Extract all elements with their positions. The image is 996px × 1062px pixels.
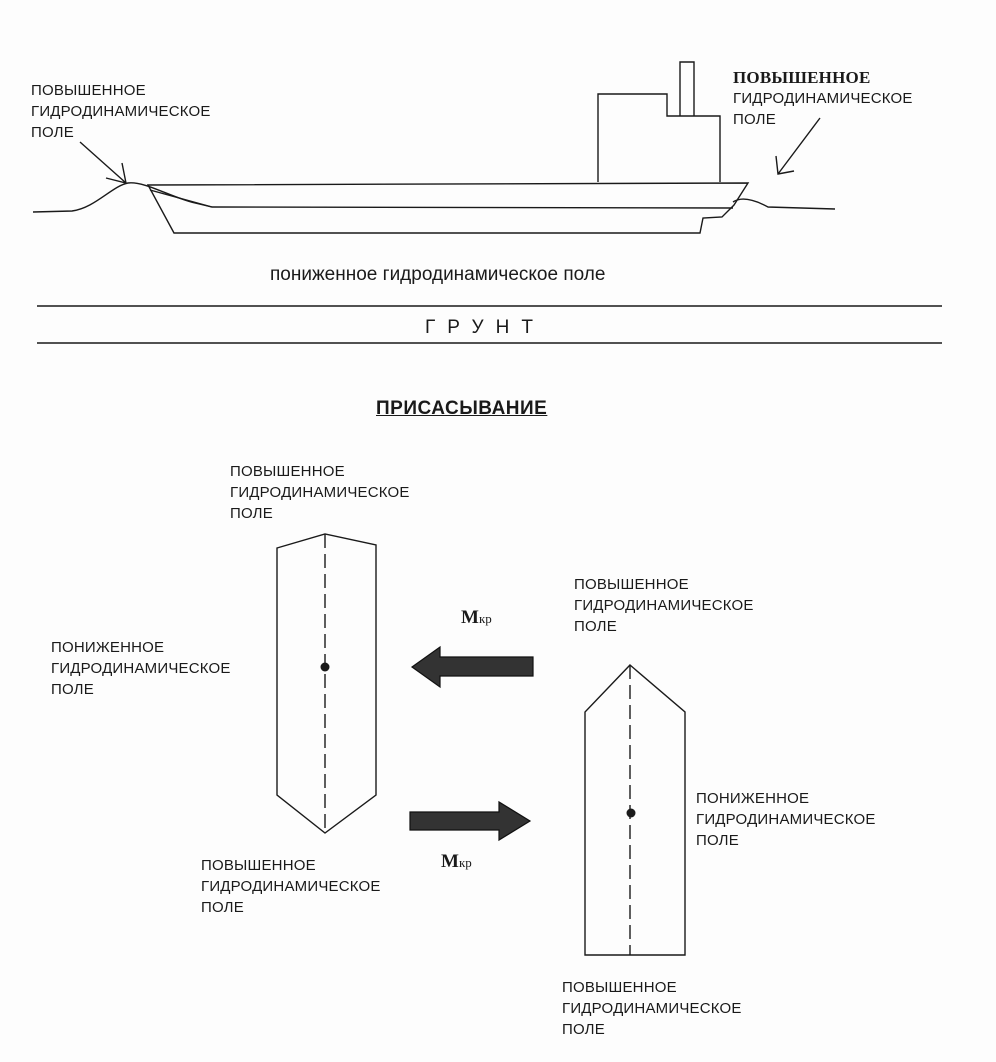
ship-plan-right xyxy=(584,664,686,956)
water-surface-line xyxy=(32,182,213,213)
moment-arrow-left xyxy=(410,645,534,689)
ship-hull xyxy=(146,182,750,234)
ship-superstructure xyxy=(597,93,721,182)
ship-funnel xyxy=(679,61,695,116)
bow-wave-arrow xyxy=(79,141,127,184)
ground-label: ГРУНТ xyxy=(425,317,545,338)
water-surface-line-stern xyxy=(732,198,836,210)
stern-wave-arrow xyxy=(775,117,821,175)
moment-label-top: Mкр xyxy=(461,607,492,628)
moment-arrow-right xyxy=(409,800,532,842)
lowered-field-label-under-keel: пониженное гидродинамическое поле xyxy=(270,264,606,285)
ship-right-center-dot xyxy=(626,808,636,818)
moment-label-bottom: Mкр xyxy=(441,851,472,872)
ship-left-center-dot xyxy=(320,662,330,672)
ship-plan-left xyxy=(276,533,377,834)
ship-waterline xyxy=(149,189,734,209)
section-title: ПРИСАСЫВАНИЕ xyxy=(376,398,548,419)
